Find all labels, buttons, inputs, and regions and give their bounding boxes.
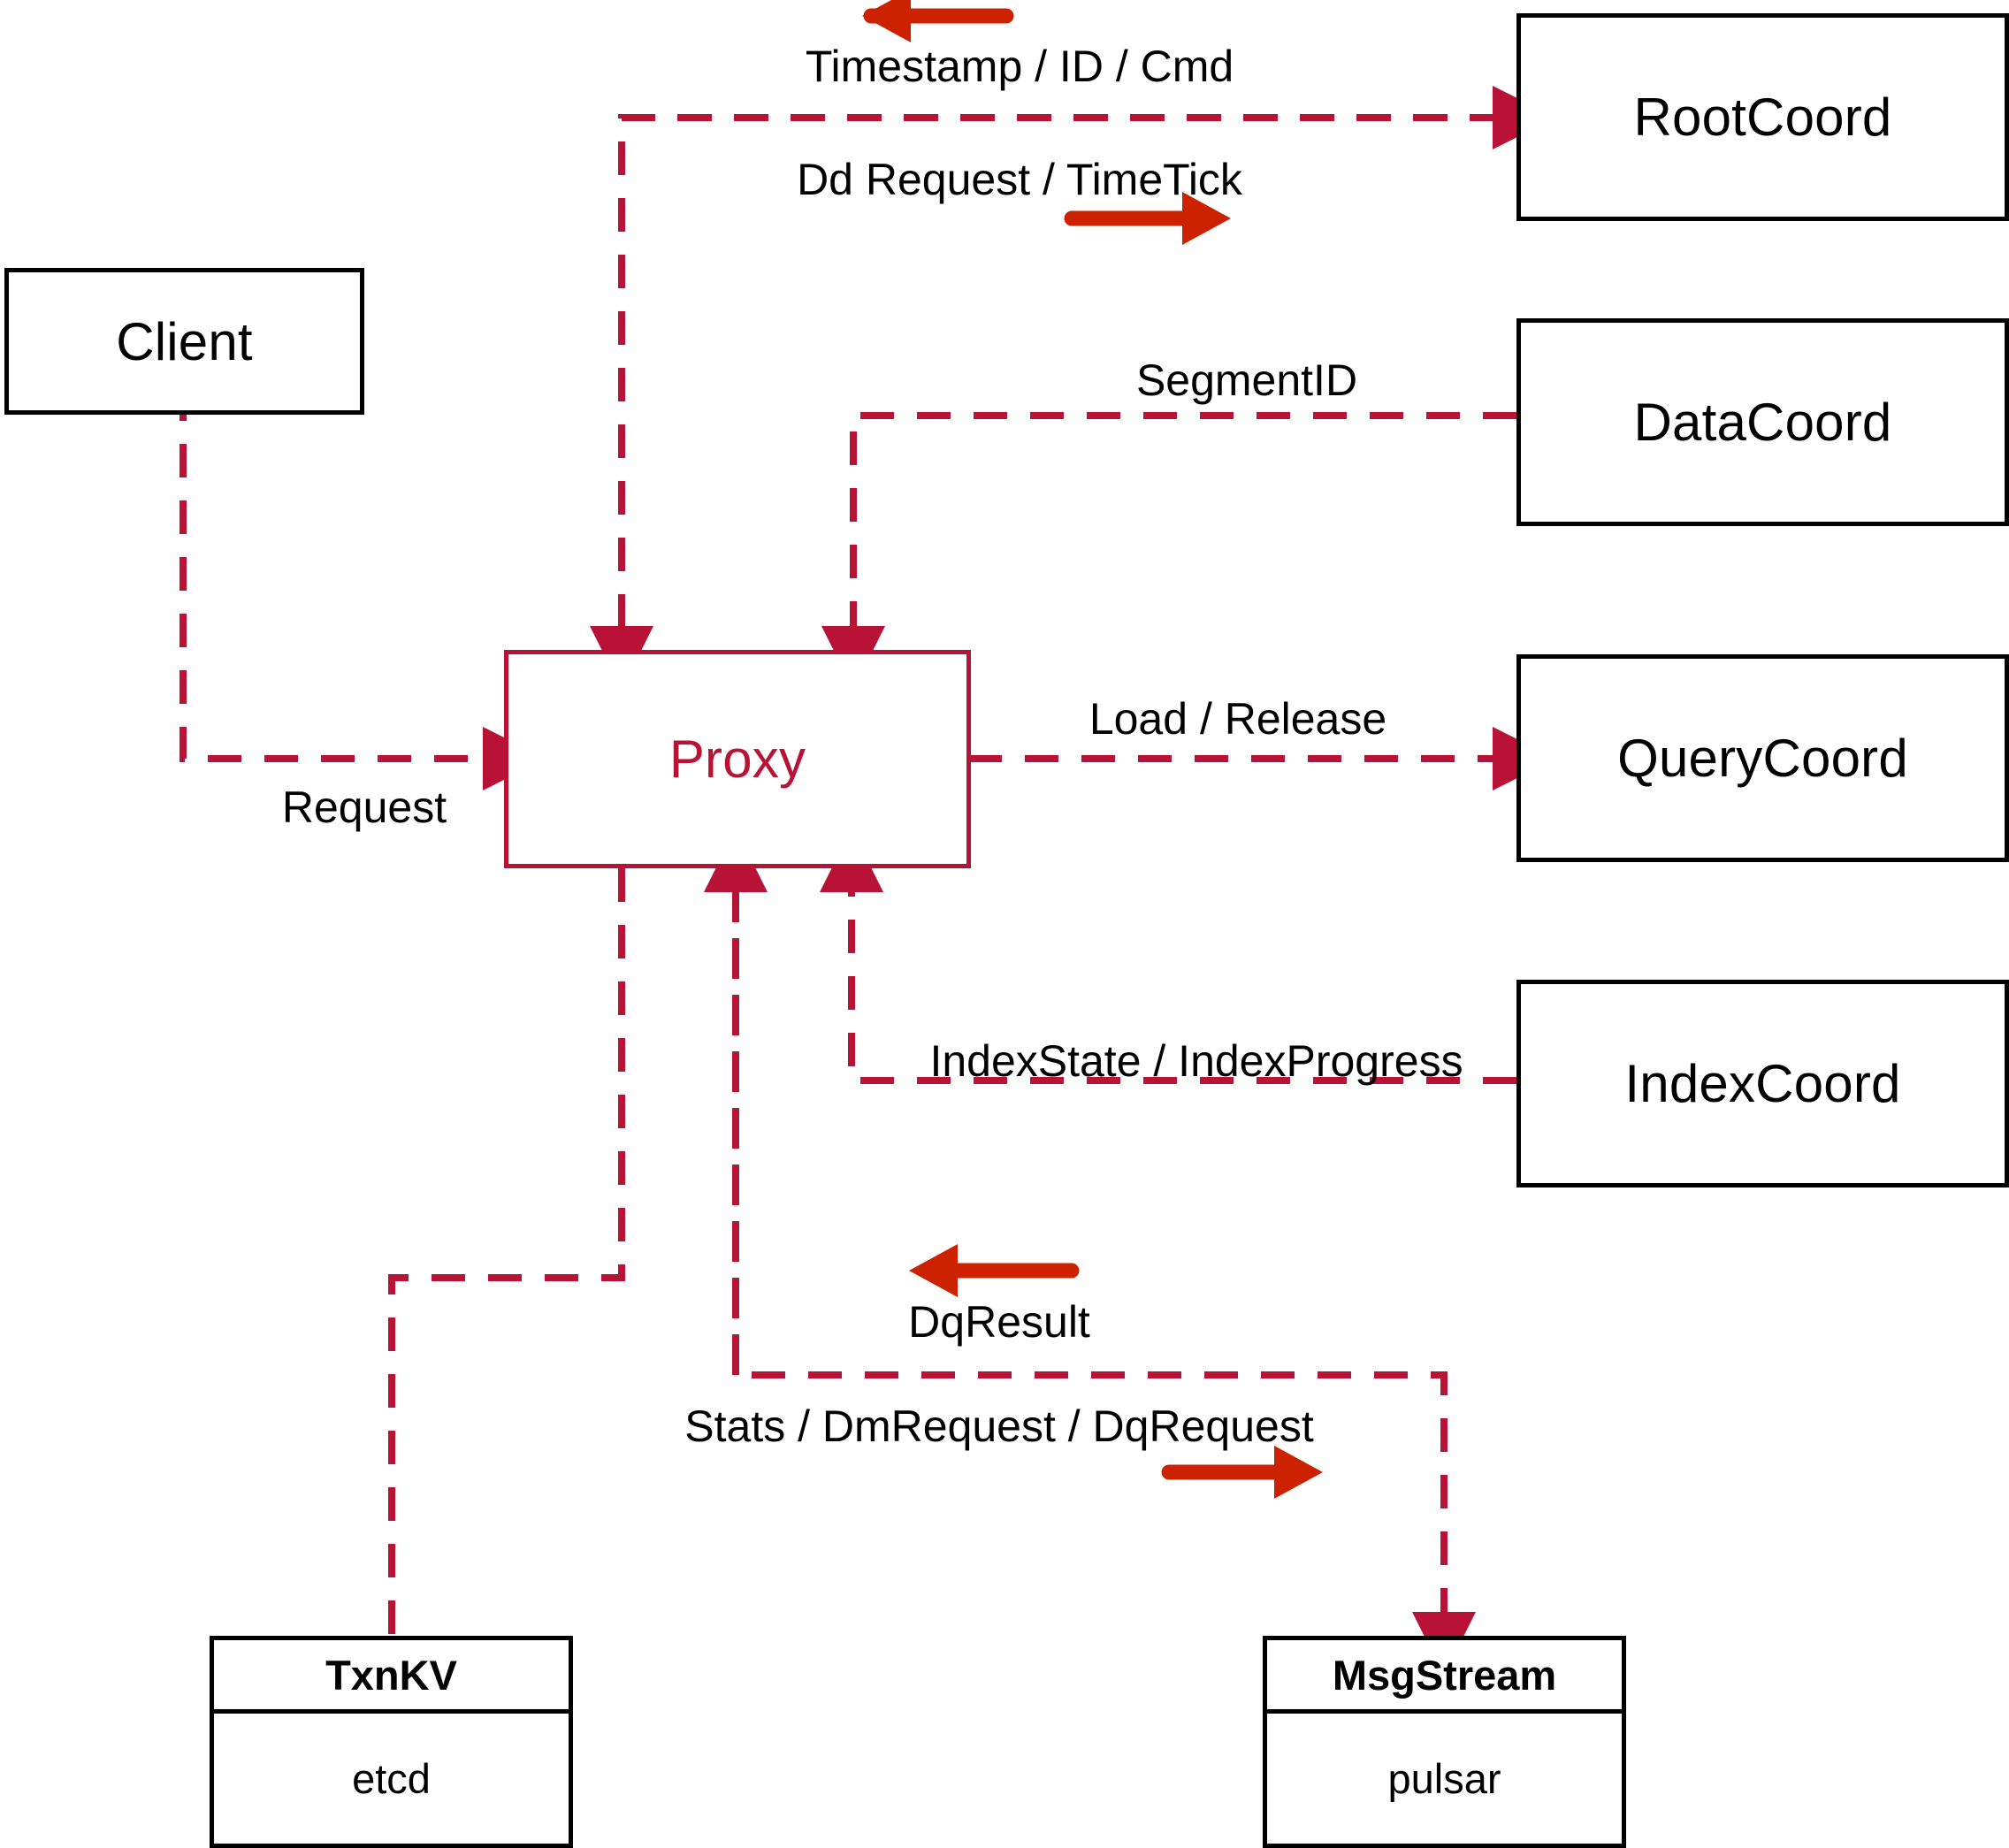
node-msgstream-body: pulsar <box>1387 1755 1501 1802</box>
edge-label-index-state-progress: IndexState / IndexProgress <box>929 1036 1463 1086</box>
node-msgstream-title: MsgStream <box>1267 1640 1622 1714</box>
wire-client-proxy <box>180 387 546 790</box>
node-datacoord[interactable]: DataCoord <box>1516 318 2009 526</box>
edge-label-request: Request <box>281 783 447 832</box>
node-txnkv-body: etcd <box>352 1755 431 1802</box>
edge-label-load-release: Load / Release <box>1089 694 1387 744</box>
node-proxy-label: Proxy <box>668 729 806 789</box>
node-client-label: Client <box>116 311 253 371</box>
edge-label-timestamp-id-cmd: Timestamp / ID / Cmd <box>805 42 1234 91</box>
node-datacoord-label: DataCoord <box>1633 393 1892 452</box>
node-proxy[interactable]: Proxy <box>504 650 971 868</box>
node-client[interactable]: Client <box>4 268 364 415</box>
edge-label-stats-dm-dq-request: Stats / DmRequest / DqRequest <box>684 1401 1314 1451</box>
wire-datacoord-proxy <box>821 412 1516 690</box>
node-msgstream[interactable]: MsgStream pulsar <box>1263 1636 1626 1848</box>
direction-arrow-ddrequest-right <box>1064 192 1231 245</box>
edge-label-dq-result: DqResult <box>908 1297 1090 1347</box>
node-rootcoord[interactable]: RootCoord <box>1516 13 2009 221</box>
edge-label-dd-request-timetick: Dd Request / TimeTick <box>797 155 1242 204</box>
node-indexcoord-label: IndexCoord <box>1624 1054 1901 1113</box>
node-querycoord-label: QueryCoord <box>1617 729 1908 788</box>
node-txnkv-title: TxnKV <box>214 1640 569 1714</box>
edge-label-segment-id: SegmentID <box>1135 355 1358 405</box>
wire-indexcoord-proxy <box>820 829 1516 1084</box>
node-rootcoord-label: RootCoord <box>1633 88 1892 147</box>
wire-proxy-txnkv <box>388 868 625 1636</box>
direction-arrow-dqrequest-right <box>1161 1446 1323 1499</box>
node-txnkv[interactable]: TxnKV etcd <box>210 1636 573 1848</box>
wire-proxy-msgstream <box>704 829 1476 1676</box>
direction-arrow-timestamp-left <box>862 0 1014 42</box>
direction-arrow-dqresult-left <box>909 1244 1080 1297</box>
node-indexcoord[interactable]: IndexCoord <box>1516 980 2009 1187</box>
wire-rootcoord-proxy <box>590 86 1556 690</box>
node-querycoord[interactable]: QueryCoord <box>1516 654 2009 862</box>
